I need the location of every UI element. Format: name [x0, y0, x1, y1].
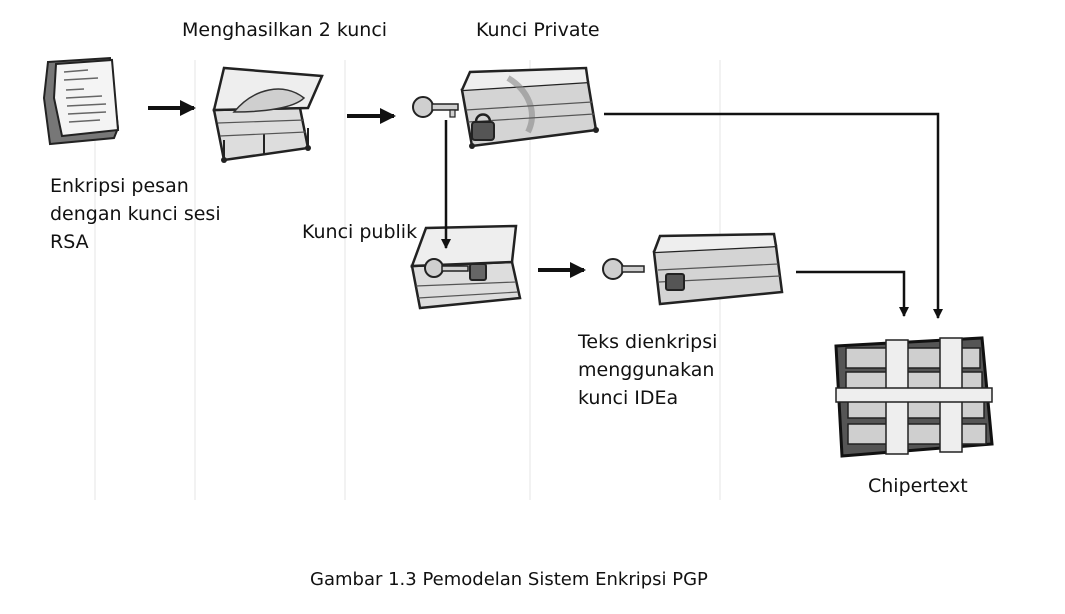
document-icon	[42, 56, 120, 146]
locked-chest-icon	[460, 66, 599, 149]
figure-caption: Gambar 1.3 Pemodelan Sistem Enkripsi PGP	[310, 569, 708, 590]
flow-arrows	[148, 100, 943, 319]
key-icon	[602, 258, 645, 280]
label-line: kunci IDEa	[578, 387, 679, 409]
open-chest-icon	[212, 66, 324, 163]
label-line: RSA	[50, 231, 89, 253]
ciphertext-bundle-icon	[834, 336, 994, 458]
label-line: Enkripsi pesan	[50, 175, 189, 197]
label-private-key: Kunci Private	[476, 19, 600, 41]
arrow-private-to-cipher	[604, 112, 943, 319]
key-icon	[412, 96, 459, 118]
locked-chest-icon	[652, 232, 784, 306]
label-ciphertext: Chipertext	[868, 475, 968, 497]
label-line: Teks dienkripsi	[578, 331, 718, 353]
label-line: menggunakan	[578, 359, 715, 381]
label-encrypted-text: Teks dienkripsi menggunakan kunci IDEa	[578, 328, 717, 412]
arrow-idea-to-cipher	[796, 270, 909, 317]
label-public-key: Kunci publik	[302, 221, 418, 243]
label-generate-keys: Menghasilkan 2 kunci	[182, 19, 388, 41]
padlock-icon	[471, 113, 495, 141]
label-line: dengan kunci sesi	[50, 203, 221, 225]
background-guides	[94, 60, 721, 500]
label-encrypt-message: Enkripsi pesan dengan kunci sesi RSA	[50, 172, 221, 256]
open-chest-icon	[410, 224, 522, 310]
